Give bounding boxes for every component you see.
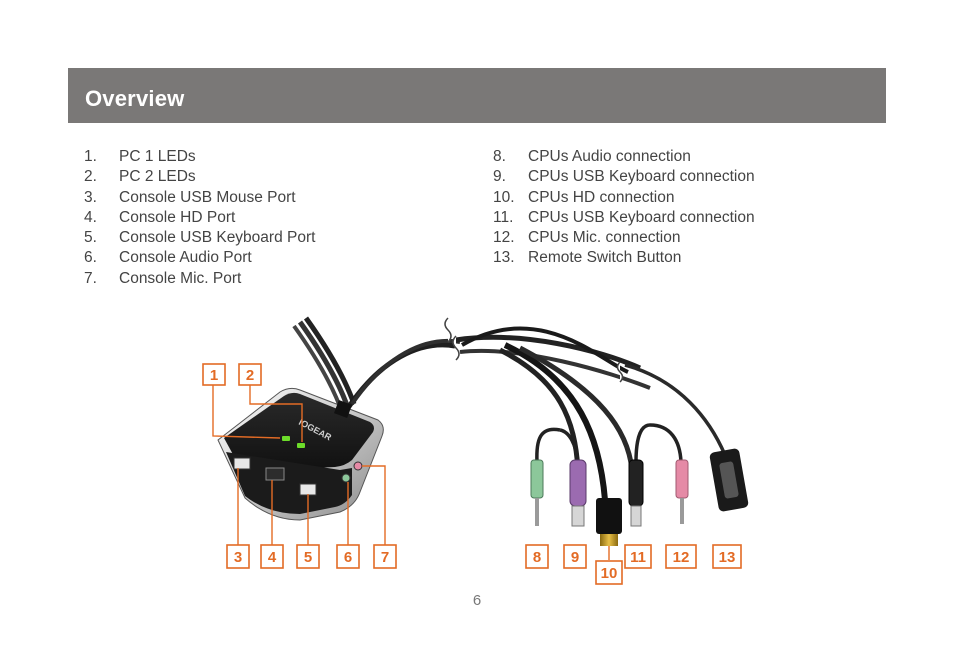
item-label: Console USB Mouse Port [119,188,296,206]
item-label: CPUs Mic. connection [528,229,681,247]
callout-8: 8 [525,544,549,569]
callout-5: 5 [296,544,320,569]
page-title: Overview [85,86,185,111]
item-label: CPUs HD connection [528,188,675,206]
usb-keyboard-port [299,483,317,496]
item-label: Console HD Port [119,208,236,226]
item-label: Console Audio Port [119,249,252,267]
item-number: 5. [84,229,97,247]
item-number: 3. [84,188,97,206]
svg-text:8: 8 [533,549,541,566]
usb-mouse-port [233,457,251,470]
item-label: CPUs Audio connection [528,148,691,165]
item-label: CPUs USB Keyboard connection [528,208,755,226]
section-header-bar: Overview [68,68,886,123]
connector-cables [498,342,727,501]
item-label: CPUs USB Keyboard connection [528,168,755,186]
svg-text:10: 10 [601,565,618,582]
callout-4: 4 [260,544,284,569]
callout-3: 3 [226,544,250,569]
usb-keyboard-plug [569,459,587,527]
audio-plug [530,459,544,526]
svg-text:13: 13 [719,549,736,566]
svg-text:5: 5 [304,549,312,566]
mic-plug [675,459,689,524]
item-number: 8. [493,148,506,165]
mic-port [353,461,363,471]
item-number: 9. [493,168,506,186]
svg-text:12: 12 [673,549,690,566]
kvm-box: IOGEAR [217,387,384,521]
callout-11: 11 [624,544,652,569]
item-label: PC 2 LEDs [119,168,196,186]
svg-text:9: 9 [571,549,579,566]
svg-text:3: 3 [234,549,242,566]
callout-6: 6 [336,544,360,569]
item-number: 2. [84,168,97,186]
callout-7: 7 [373,544,397,569]
item-number: 4. [84,208,97,226]
svg-text:11: 11 [630,549,646,566]
hd-port [265,467,285,481]
callout-9: 9 [563,544,587,569]
pc1-led [282,436,290,441]
callout-2: 2 [238,363,262,386]
item-number: 13. [493,249,515,267]
item-label: Console Mic. Port [119,269,242,287]
item-number: 11. [493,208,514,226]
callout-10: 10 [595,560,623,585]
svg-text:2: 2 [246,367,254,384]
audio-port [341,473,351,483]
item-number: 6. [84,249,97,267]
usb-keyboard-plug-2 [628,459,644,527]
remote-switch-button [709,448,749,512]
callout-12: 12 [665,544,697,569]
callout-1: 1 [202,363,226,386]
callout-leader-lines [212,385,610,560]
svg-text:7: 7 [381,549,389,566]
pc2-led [297,443,305,448]
svg-text:4: 4 [268,549,277,566]
item-label: Remote Switch Button [528,249,682,267]
page-number: 6 [472,592,482,609]
item-number: 12. [493,229,515,247]
cable-break-marks [444,317,624,383]
item-number: 1. [84,148,97,165]
item-number: 10. [493,188,515,206]
hd-plug [596,498,622,546]
svg-text:1: 1 [210,367,218,384]
item-number: 7. [84,269,97,287]
svg-text:6: 6 [344,549,352,566]
callout-13: 13 [712,544,742,569]
item-label: Console USB Keyboard Port [119,229,316,247]
item-label: PC 1 LEDs [119,148,196,165]
